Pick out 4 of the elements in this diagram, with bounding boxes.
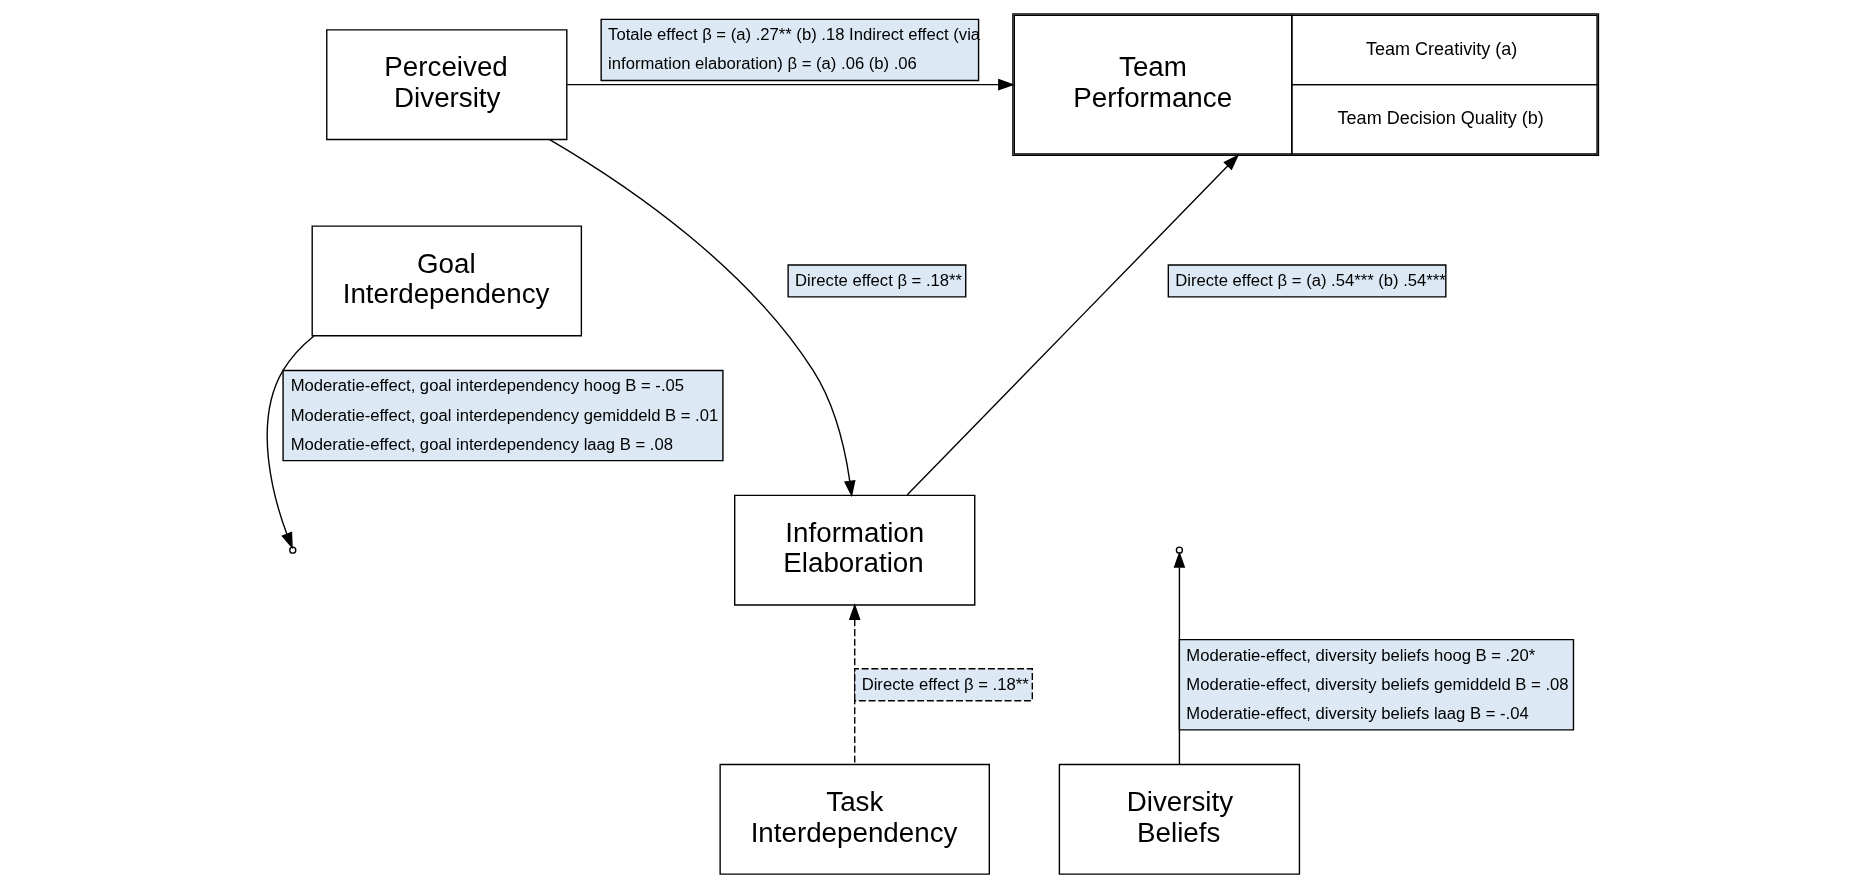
edge-label: Moderatie-effect, diversity beliefs hoog B = .20* Moderatie-effect, diversity beliefs gemiddeld B = .08 Moderatie-effect, diversity beliefs laag B = -.04 [1186,645,1569,723]
edge-label: Directe effect β = .18** [795,270,963,290]
edge-label: Directe effect β = .18** [861,674,1029,694]
edge-label: Moderatie-effect, goal interdependency hoog B = -.05 Moderatie-effect, goal interdependency gemiddeld B = .01 Moderatie-effect, goal interdependency laag B = .08 [290,376,719,454]
